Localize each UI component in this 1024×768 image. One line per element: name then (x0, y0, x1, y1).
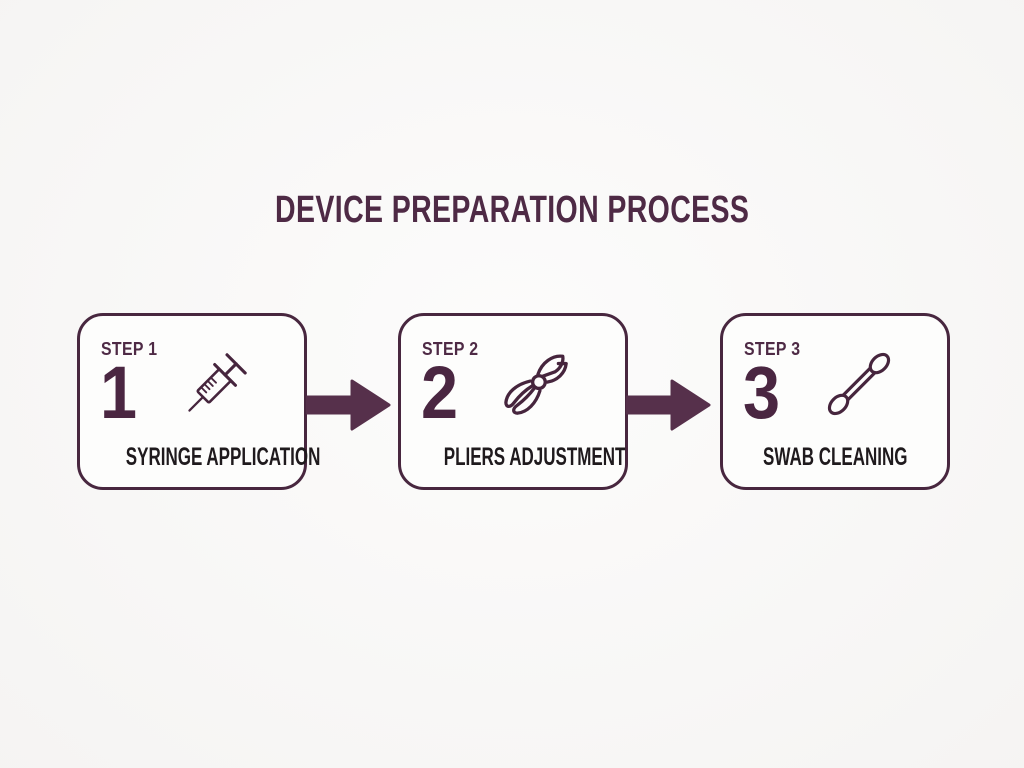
pliers-icon (493, 340, 581, 428)
arrow-right-icon (306, 378, 392, 432)
step-number: 3 (743, 351, 781, 434)
page-title: DEVICE PREPARATION PROCESS (0, 189, 1024, 232)
syringe-icon (172, 340, 260, 428)
step-label: STEP 2 (422, 339, 479, 359)
step-number: 1 (100, 351, 138, 434)
step-caption: SWAB CLEANING (762, 443, 908, 471)
step-card-3: STEP 3 3 SWAB CLEANING (720, 313, 950, 490)
step-caption: SYRINGE APPLICATION (125, 443, 321, 471)
step-card-1: STEP 1 1 (77, 313, 321, 490)
swab-icon (815, 340, 903, 428)
step-caption: PLIERS ADJUSTMENT (443, 443, 626, 471)
step-label: STEP 1 (101, 339, 158, 359)
step-card-2: STEP 2 2 PLIERS ADJUSTMENT (398, 313, 628, 490)
page-title-text: DEVICE PREPARATION PROCESS (274, 189, 750, 231)
step-number: 2 (421, 351, 459, 434)
arrow-right-icon (626, 378, 712, 432)
step-label: STEP 3 (744, 339, 801, 359)
